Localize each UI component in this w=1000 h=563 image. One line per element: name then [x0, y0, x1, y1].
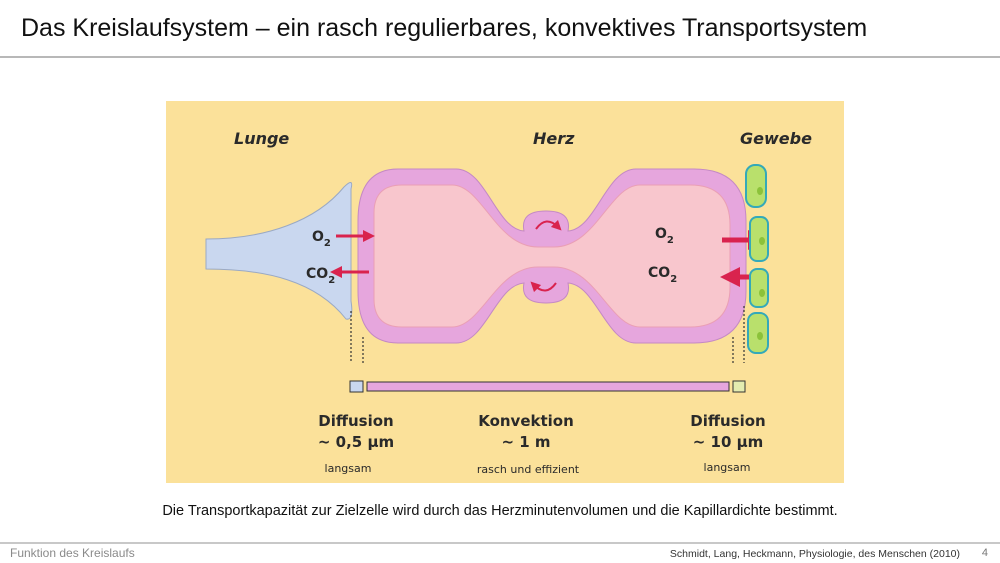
svg-text:O2: O2 [312, 229, 331, 249]
diffusion-bar-tissue [732, 380, 746, 393]
segment-1-name: Diffusion [318, 412, 393, 430]
lung-co2-sub: 2 [328, 275, 335, 286]
footer-divider [0, 542, 1000, 544]
segment-2-name: Konvektion [478, 412, 574, 430]
slide-title: Das Kreislaufsystem – ein rasch regulier… [21, 14, 868, 42]
flow-arrow-lower [530, 281, 557, 293]
convection-bar [366, 381, 730, 392]
segment-1-speed: langsam [325, 462, 372, 475]
tissue-cells [745, 164, 769, 354]
lung-co2-label: CO [306, 266, 328, 282]
svg-text:CO2: CO2 [648, 265, 677, 285]
svg-text:O2: O2 [655, 226, 674, 246]
circulation-diagram: Lunge Herz Gewebe O2 CO2 O2 CO2 Diffusio… [166, 101, 844, 483]
segment-3-distance: ~ 10 µm [693, 433, 764, 451]
segment-2-speed: rasch und effizient [477, 463, 580, 476]
segment-3-name: Diffusion [690, 412, 765, 430]
blood-lumen [373, 184, 731, 328]
segment-3-speed: langsam [704, 461, 751, 474]
lung-airway [205, 182, 353, 320]
segment-1-distance: ~ 0,5 µm [318, 433, 394, 451]
svg-text:CO2: CO2 [306, 266, 335, 286]
circulation-svg: Lunge Herz Gewebe O2 CO2 O2 CO2 Diffusio… [205, 129, 812, 476]
label-gewebe: Gewebe [740, 129, 812, 148]
footer-section-title: Funktion des Kreislaufs [10, 546, 135, 560]
flow-arrow-upper [535, 219, 562, 231]
segment-2-distance: ~ 1 m [501, 433, 550, 451]
lung-o2-sub: 2 [324, 238, 331, 249]
page-number: 4 [981, 547, 988, 559]
heart-o2-sub: 2 [667, 235, 674, 246]
heart-o2-label: O [655, 226, 667, 242]
footer-citation: Schmidt, Lang, Heckmann, Physiologie, de… [669, 548, 960, 560]
label-lunge: Lunge [234, 129, 289, 148]
heart-co2-label: CO [648, 265, 670, 281]
label-herz: Herz [533, 129, 575, 148]
boundary-lines [350, 306, 745, 363]
lung-o2-label: O [312, 229, 324, 245]
slide-caption: Die Transportkapazität zur Zielzelle wir… [162, 503, 838, 519]
diffusion-bar-lung [349, 380, 364, 393]
heart-co2-sub: 2 [670, 274, 677, 285]
title-divider [0, 56, 1000, 58]
